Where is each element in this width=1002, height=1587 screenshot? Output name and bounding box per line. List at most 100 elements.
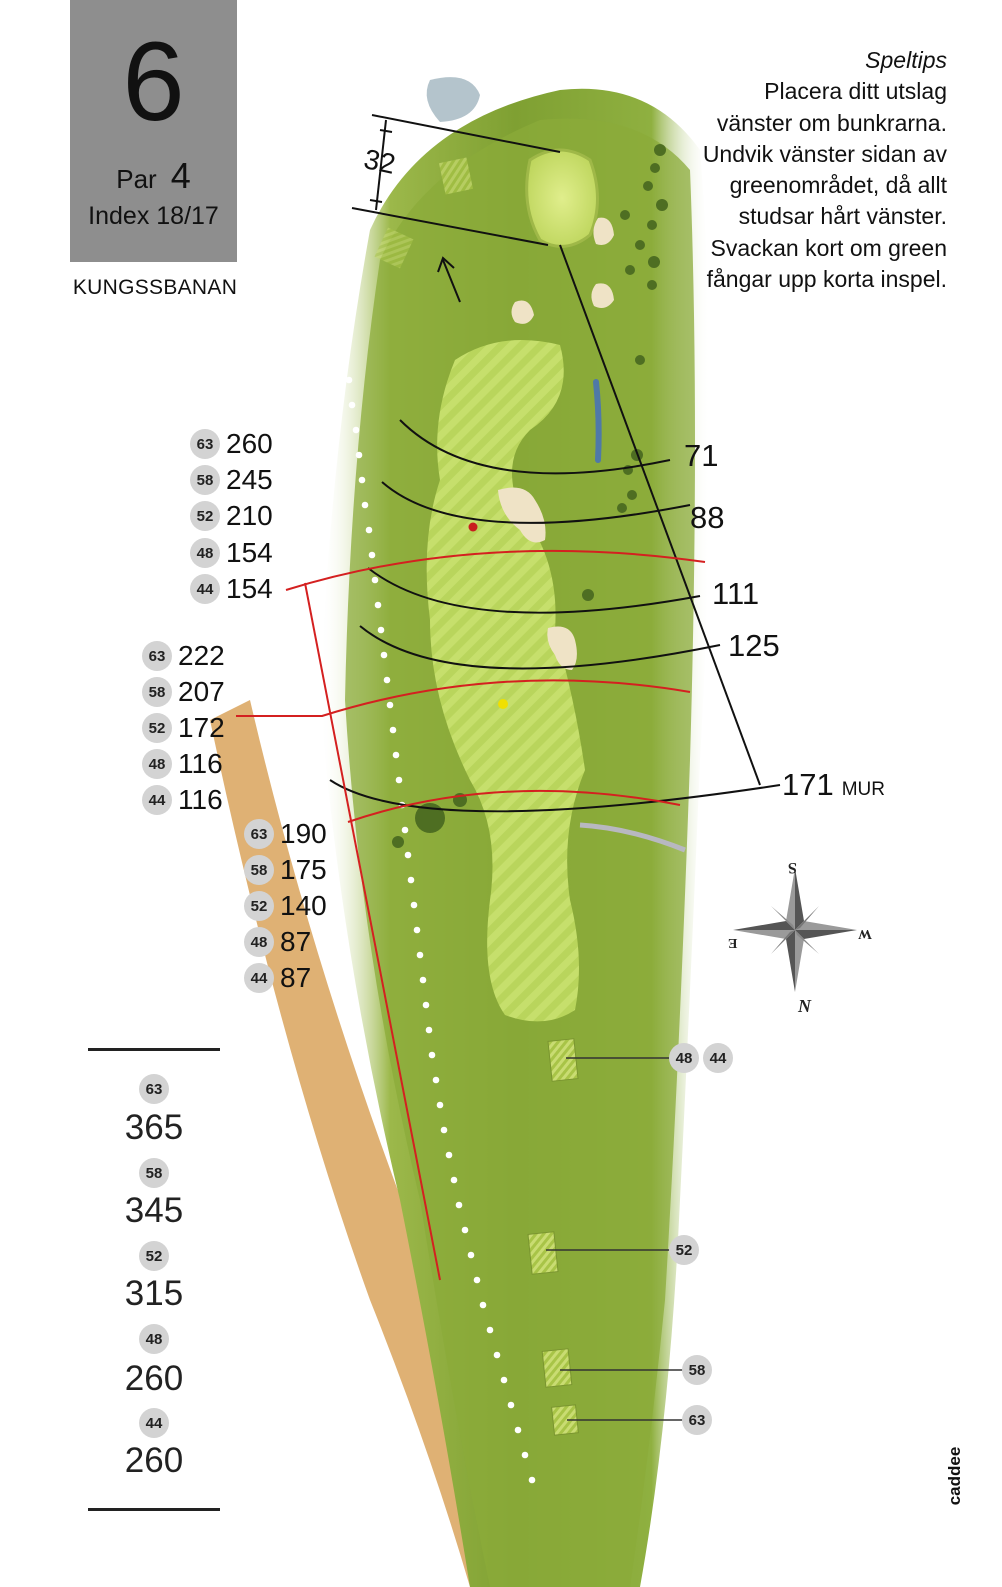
tee-chip: 48 [244,927,274,957]
compass-e: E [728,935,738,950]
tips-line: Placera ditt utslag [764,78,947,105]
tee-chip: 63 [190,429,220,459]
tips-title: Speltips [865,47,947,73]
distance-value: 222 [178,640,225,671]
forward-area-2 [374,227,414,269]
tee-chip: 63 [142,641,172,671]
arc-distance-label: 71 [684,438,719,473]
play-tips: Speltips Placera ditt utslag vänster om … [647,45,947,295]
tee-box-52 [527,1231,559,1275]
arc-distance-label: 111 [712,576,760,611]
wall-note: MUR [841,779,886,800]
bunker-green-right [593,217,614,245]
distance-value: 154 [226,573,273,604]
tee-chip: 44 [244,963,274,993]
distance-value: 172 [178,712,225,743]
hole-index: Index 18/17 [88,202,219,230]
distance-value: 175 [280,854,327,885]
tee-box-chip: 52 [669,1235,699,1265]
stone-wall [579,822,686,853]
tee-chip: 48 [190,538,220,568]
green-depth: 32 [361,143,399,180]
tee-box-58 [541,1348,573,1388]
tips-line: Undvik vänster sidan av [702,140,947,167]
hole-length: 315 [124,1274,184,1313]
tee-chip: 52 [139,1241,169,1271]
bunker-green-right-2 [591,283,614,308]
brand-logo: caddee [940,1430,970,1520]
distance-value: 140 [280,890,327,921]
tee-box-chip: 58 [682,1355,712,1385]
compass-s: S [788,859,797,876]
distance-value: 245 [226,464,273,495]
hole-par: Par 4 [70,155,237,197]
tee-chip: 44 [142,785,172,815]
distance-value: 210 [226,500,273,531]
hole-info-box: 6 Par 4 Index 18/17 [70,0,237,262]
brand-text: caddee [945,1446,964,1506]
tee-chip: 58 [190,465,220,495]
forward-area-1 [438,157,474,195]
distance-value: 116 [178,784,223,815]
hole-length: 345 [124,1191,184,1230]
tee-chip: 52 [142,713,172,743]
pond [426,77,480,122]
fairway [426,340,585,1022]
hole-number: 6 [122,19,185,144]
tips-line: Svackan kort om green [710,234,947,261]
tee-chip: 52 [244,891,274,921]
tee-box-chip: 63 [682,1405,712,1435]
tee-chip: 58 [139,1158,169,1188]
compass-n: N [798,996,811,1016]
bunker-front [511,300,534,324]
compass-rose [733,868,857,992]
creek [593,379,602,463]
tee-chip: 44 [139,1408,169,1438]
tee-chip: 63 [244,819,274,849]
tee-box-chip: 44 [703,1043,733,1073]
bunker-fairway-2 [547,626,577,670]
tee-chip: 52 [190,501,220,531]
tee-chip: 63 [139,1074,169,1104]
par-value: 4 [170,155,191,196]
arc-distance-value: 171 [782,767,834,802]
tee-chip: 58 [244,855,274,885]
yellow-marker [498,699,508,709]
tee-chip: 48 [139,1324,169,1354]
tee-chip: 44 [190,574,220,604]
par-label: Par [116,164,157,194]
hole-length: 365 [124,1108,184,1147]
hole-length: 260 [124,1441,184,1480]
tee-box-63 [551,1404,579,1436]
bunker-fairway-1 [498,487,546,543]
course-name: KUNGSSBANAN [72,276,238,299]
compass-w: W [858,926,872,941]
arc-distance-label: 88 [690,500,725,535]
tips-line: greenområdet, då allt [729,172,947,199]
tee-chip: 48 [142,749,172,779]
divider [88,1508,220,1511]
tips-line: vänster om bunkrarna. [716,109,947,136]
tips-line: studsar hårt vänster. [738,203,947,230]
distance-value: 190 [280,818,327,849]
hole-length: 260 [124,1359,184,1398]
arc-distance-label: 125 [728,628,780,663]
arc-distance-label: 171 MUR [782,767,885,803]
distance-value: 207 [178,676,225,707]
tee-box-48-44 [547,1038,579,1082]
tee-box-chip: 48 [669,1043,699,1073]
